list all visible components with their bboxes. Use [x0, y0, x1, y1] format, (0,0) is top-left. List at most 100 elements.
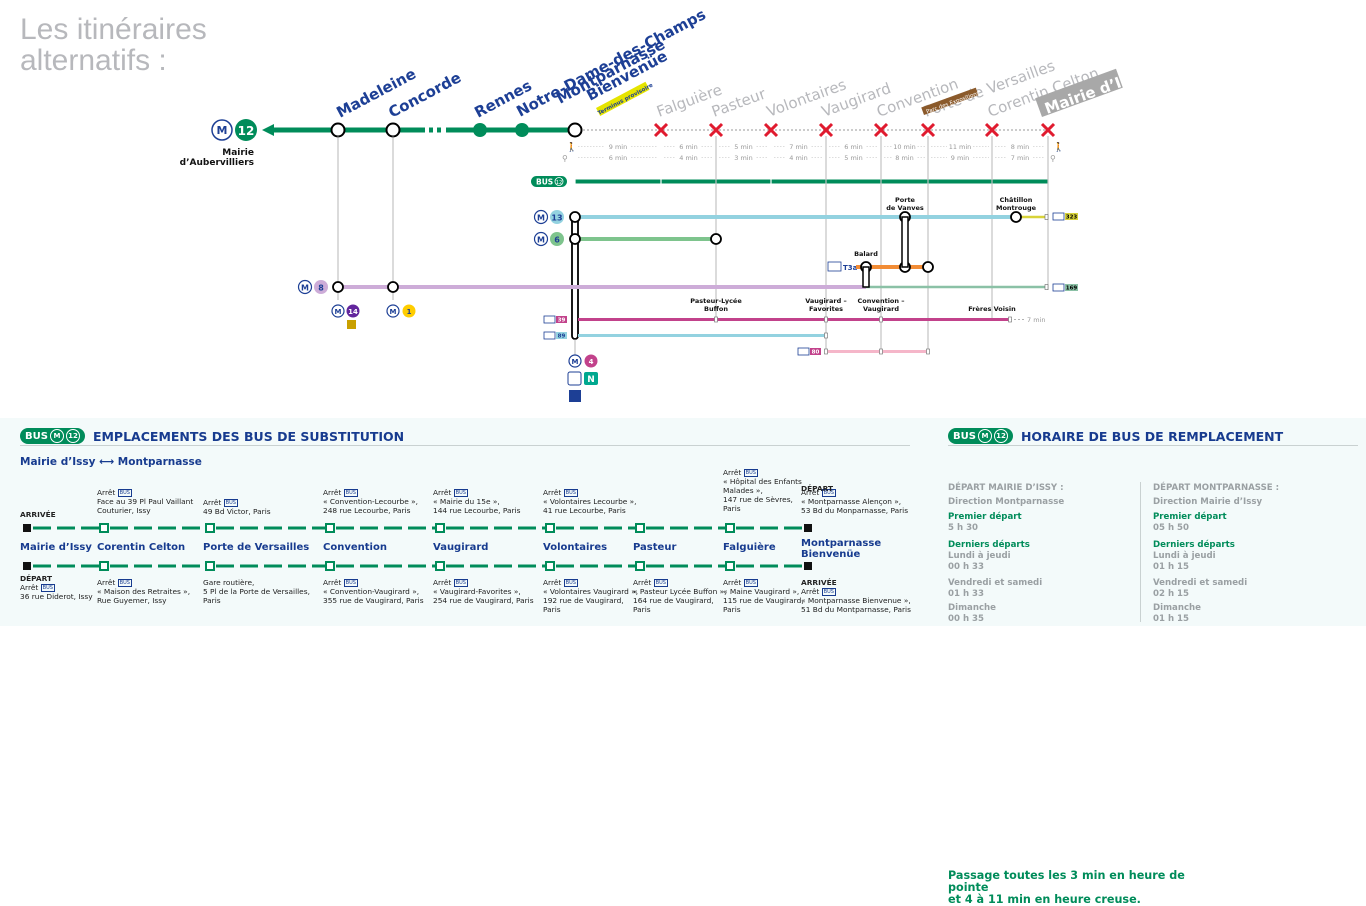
- stop-marker: [325, 561, 335, 571]
- arret-label: Arrêt: [801, 488, 820, 497]
- mp-dimanche-label: Dimanche: [1153, 603, 1201, 613]
- svg-text:169: 169: [1066, 286, 1078, 292]
- arret-label: Arrêt: [97, 578, 116, 587]
- train-icon: [567, 371, 582, 386]
- address-text: Gare routière, 5 Pl de la Porte de Versa…: [203, 578, 310, 605]
- svg-text:80: 80: [812, 350, 820, 356]
- arret-label: Arrêt: [323, 488, 342, 497]
- mp-derniers-label: Derniers départs: [1153, 540, 1235, 550]
- bus-icon: BUS: [563, 489, 578, 497]
- passage-frequency: Passage toutes les 3 min en heure de poi…: [948, 870, 1208, 906]
- stop-top-address: Arrêt BUS« Convention-Lecourbe », 248 ru…: [323, 488, 418, 515]
- closed-stations: FalguièrePasteurVolontairesVaugirardConv…: [653, 56, 1150, 138]
- horaire-title: HORAIRE DE BUS DE REMPLACEMENT: [1020, 428, 1284, 444]
- m6-line: M 6: [533, 231, 722, 247]
- arret-label: Arrêt: [97, 488, 116, 497]
- issy-lundi-value: 00 h 33: [948, 562, 985, 572]
- stop-marker: [725, 523, 735, 533]
- stop-name: Mairie d’Issy: [20, 542, 92, 553]
- stop-marker: [635, 561, 645, 571]
- metro-m-letter: M: [217, 124, 228, 137]
- stop-marker: [435, 523, 445, 533]
- terminus-name-1: Mairie: [222, 148, 254, 158]
- issy-dimanche-value: 00 h 35: [948, 614, 985, 624]
- address-text: « Volontaires Vaugirard », 192 rue de Va…: [543, 587, 639, 614]
- route-map: M 12 Mairie d’Aubervilliers Madeleine Co…: [180, 5, 1150, 402]
- svg-text:Favorites: Favorites: [809, 305, 843, 313]
- address-text: « Maison des Retraites », Rue Guyemer, I…: [97, 587, 191, 605]
- mp-vendredi-value: 02 h 15: [1153, 589, 1190, 599]
- address-text: 49 Bd Victor, Paris: [203, 507, 271, 516]
- m13-line: M 13 Porte de Vanves Châtillon Montrouge…: [533, 196, 1078, 225]
- arret-label: Arrêt: [433, 488, 452, 497]
- svg-text:1: 1: [407, 308, 412, 316]
- stop-name: Porte de Versailles: [203, 542, 310, 553]
- bike-icon: ⚲: [1050, 154, 1056, 163]
- bus-39-line: 39 Pasteur-Lycée Buffon Vaugirard – Favo…: [543, 297, 1045, 324]
- bike-time: 8 min: [895, 154, 913, 162]
- svg-text:Pasteur-Lycée: Pasteur-Lycée: [690, 297, 742, 305]
- direction-arrow-icon: [262, 124, 274, 136]
- svg-text:Balard: Balard: [854, 250, 878, 258]
- svg-text:Porte: Porte: [895, 196, 916, 204]
- walk-bike-icons: 🚶 ⚲ 🚶 ⚲: [562, 141, 1064, 163]
- porte-vanves-connector: [901, 216, 909, 268]
- bus-stop-marker: [824, 348, 828, 355]
- stop-top-address: Arrêt BUS« Volontaires Lecourbe », 41 ru…: [543, 488, 637, 515]
- walk-time: 9 min: [609, 143, 627, 151]
- station-montparnasse: Montparnasse Bienvenüe Terminus provisoi…: [553, 35, 670, 138]
- title-line-1: Les itinéraires: [20, 13, 207, 46]
- svg-text:12: 12: [556, 180, 562, 186]
- depart-label: DÉPART: [801, 484, 834, 493]
- address-text: « Convention-Vaugirard », 355 rue de Vau…: [323, 587, 424, 605]
- bus-icon: BUS: [743, 579, 758, 587]
- stop-marker: [205, 523, 215, 533]
- stop-bottom-address: Arrêt BUS« Maison des Retraites », Rue G…: [97, 578, 190, 605]
- substitution-timeline: [23, 523, 812, 571]
- svg-text:BUS: BUS: [536, 178, 553, 187]
- stop-name: Volontaires: [543, 542, 608, 553]
- arrivee-label: ARRIVÉE: [20, 510, 56, 519]
- m12-terminus: M 12 Mairie d’Aubervilliers: [180, 119, 257, 168]
- stop-marker: [545, 523, 555, 533]
- title-line-2: alternatifs :: [20, 44, 167, 77]
- bike-time: 9 min: [951, 154, 969, 162]
- bus-icon: BUS: [821, 588, 836, 596]
- svg-text:T3a: T3a: [843, 264, 858, 272]
- bus-icon: [543, 315, 556, 324]
- stop-name: Convention: [323, 542, 387, 553]
- walk-time: 8 min: [1011, 143, 1029, 151]
- bus-stop-markers: [714, 316, 1012, 355]
- svg-text:8: 8: [318, 284, 324, 293]
- svg-text:6: 6: [554, 236, 560, 245]
- address-text: « Montparnasse Alençon », 53 Bd du Monpa…: [801, 497, 909, 515]
- t3a-line: T3a Balard: [827, 216, 934, 288]
- svg-text:Convention –: Convention –: [857, 297, 904, 305]
- svg-text:89: 89: [558, 334, 566, 340]
- address-text: « Vaugirard-Favorites », 254 rue de Vaug…: [433, 587, 534, 605]
- stop-bottom-address: Arrêt BUS« Pasteur Lycée Buffon », 164 r…: [633, 578, 726, 614]
- stop-marker: [635, 523, 645, 533]
- walk-time: 6 min: [844, 143, 862, 151]
- svg-text:N: N: [587, 375, 595, 385]
- svg-text:M: M: [390, 308, 397, 316]
- svg-text:39: 39: [558, 318, 566, 324]
- svg-text:4: 4: [589, 358, 594, 366]
- walk-icon: 🚶: [566, 141, 577, 153]
- mp-dimanche-value: 01 h 15: [1153, 614, 1190, 624]
- line-12-icon: [235, 119, 257, 141]
- issy-vendredi-value: 01 h 33: [948, 589, 985, 599]
- rer-c-icon: [347, 320, 356, 329]
- bus-icon: BUS: [743, 469, 758, 477]
- walk-time: 5 min: [734, 143, 752, 151]
- bus-stop-marker: [824, 332, 828, 339]
- svg-text:Montrouge: Montrouge: [996, 204, 1037, 212]
- arret-label: Arrêt: [203, 498, 222, 507]
- arret-label: Arrêt: [723, 578, 742, 587]
- stop-marker: [325, 523, 335, 533]
